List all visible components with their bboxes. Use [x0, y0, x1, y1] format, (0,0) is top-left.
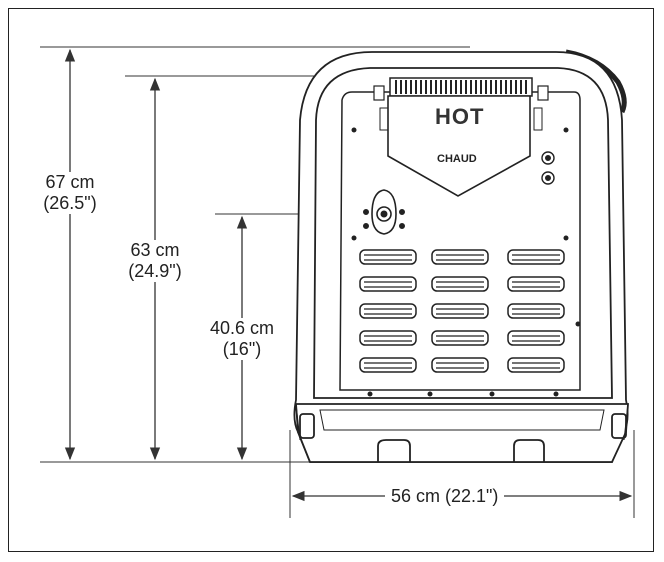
height-total-metric: 67 cm — [45, 172, 95, 192]
height-inlet-metric: 40.6 cm — [209, 318, 275, 338]
chaud-warning-label: CHAUD — [437, 153, 477, 165]
height-top-imperial: (24.9") — [128, 261, 182, 281]
height-inlet-label: 40.6 cm (16") — [192, 318, 292, 360]
hot-warning-label: HOT — [435, 104, 485, 129]
width-label: 56 cm (22.1") — [385, 486, 505, 507]
height-top-metric: 63 cm — [130, 240, 180, 260]
height-total-imperial: (26.5") — [43, 193, 97, 213]
height-inlet-imperial: (16") — [222, 339, 262, 359]
diagram-frame — [8, 8, 654, 552]
height-total-label: 67 cm (26.5") — [30, 172, 110, 214]
panel-screws — [351, 127, 581, 397]
hot-warning-shield — [387, 95, 531, 197]
control-knobs — [541, 151, 555, 185]
gas-inlet-fitting — [363, 189, 405, 235]
height-top-label: 63 cm (24.9") — [115, 240, 195, 282]
